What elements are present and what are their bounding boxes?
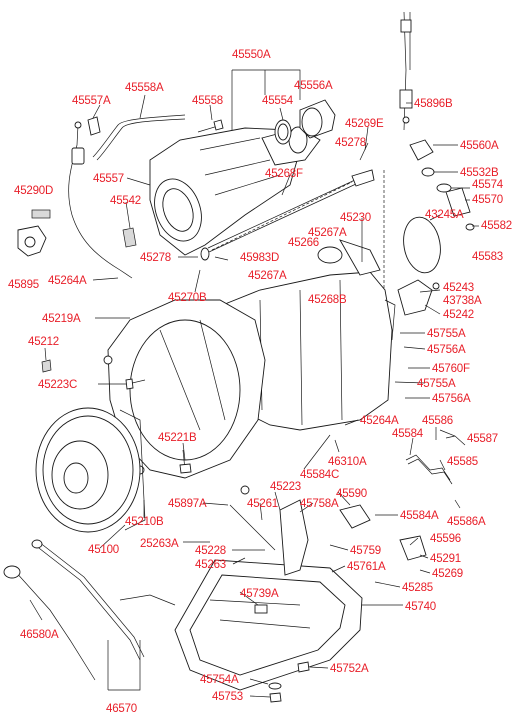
label-45586A: 45586A (447, 516, 486, 528)
label-45755A-upper: 45755A (427, 328, 466, 340)
speedometer-gear-drawing (122, 227, 137, 248)
label-45264A-upper: 45264A (48, 275, 87, 287)
label-45584A: 45584A (400, 510, 439, 522)
label-45558: 45558 (192, 95, 223, 107)
wiring-harness-drawing (383, 11, 413, 300)
label-45554: 45554 (262, 95, 294, 107)
right-small-parts-drawing (409, 139, 475, 231)
label-45268F: 45268F (265, 168, 303, 180)
label-45556A: 45556A (294, 80, 333, 92)
label-45285: 45285 (402, 582, 433, 594)
label-45583: 45583 (472, 251, 503, 263)
label-45270B: 45270B (168, 292, 207, 304)
converter-housing-drawing (103, 299, 266, 479)
label-45223: 45223 (270, 481, 301, 493)
label-45560A: 45560A (460, 140, 499, 152)
label-45585: 45585 (447, 456, 478, 468)
label-45740: 45740 (405, 601, 436, 613)
label-45587: 45587 (467, 433, 498, 445)
speed-cable-drawing (68, 121, 133, 279)
label-43738A: 43738A (443, 295, 482, 307)
torque-converter-drawing (35, 407, 146, 533)
label-45268B: 45268B (308, 294, 347, 306)
leader-lines (29, 69, 479, 698)
label-25263A: 25263A (140, 538, 179, 550)
oil-pan-drawing (174, 559, 363, 691)
label-45760F: 45760F (432, 363, 470, 375)
label-45755A-lower: 45755A (417, 378, 456, 390)
label-45753: 45753 (212, 691, 243, 703)
label-45758A: 45758A (300, 498, 339, 510)
label-45756A-upper: 45756A (427, 344, 466, 356)
label-45290D: 45290D (14, 185, 53, 197)
small-bolts-drawing (41, 359, 192, 474)
label-45574: 45574 (472, 179, 504, 191)
sensor-drawing (17, 209, 51, 257)
label-45584: 45584 (392, 428, 424, 440)
label-45261: 45261 (247, 498, 278, 510)
label-45243: 45243 (443, 282, 474, 294)
drain-plug-drawing (268, 661, 310, 703)
label-45590: 45590 (336, 488, 367, 500)
seal-and-cover-drawing (274, 99, 336, 145)
label-46310A: 46310A (328, 456, 367, 468)
label-45756A-lower: 45756A (432, 393, 471, 405)
manual-lever-drawing (229, 485, 427, 576)
label-46570: 46570 (106, 703, 137, 715)
label-46580A: 46580A (20, 629, 59, 641)
label-45219A: 45219A (42, 313, 81, 325)
label-45269E: 45269E (345, 118, 384, 130)
label-45584C: 45584C (300, 469, 339, 481)
label-45267A-upper: 45267A (308, 227, 347, 239)
label-45266: 45266 (288, 237, 319, 249)
label-45739A: 45739A (240, 588, 279, 600)
label-45291: 45291 (430, 553, 461, 565)
label-45550A: 45550A (232, 49, 271, 61)
dipstick-drawing (3, 539, 176, 681)
label-45570: 45570 (472, 194, 503, 206)
label-45759: 45759 (350, 545, 381, 557)
label-45557: 45557 (93, 173, 124, 185)
label-45542: 45542 (110, 195, 141, 207)
label-45557A: 45557A (72, 95, 111, 107)
bolt-drawing (197, 119, 224, 133)
label-45100: 45100 (88, 544, 119, 556)
label-45983D: 45983D (240, 252, 279, 264)
bushing-hose-drawing (87, 114, 186, 161)
label-45228: 45228 (195, 545, 226, 557)
label-45558A: 45558A (125, 82, 164, 94)
label-45221B: 45221B (158, 432, 197, 444)
label-45212: 45212 (28, 336, 59, 348)
label-45269: 45269 (432, 568, 463, 580)
label-45754A: 45754A (200, 674, 239, 686)
label-45263: 45263 (195, 559, 226, 571)
label-45532B: 45532B (460, 167, 499, 179)
label-45264A-lower: 45264A (360, 415, 399, 427)
label-45267A-lower: 45267A (248, 270, 287, 282)
label-45582: 45582 (481, 220, 512, 232)
label-45210B: 45210B (125, 516, 164, 528)
label-45752A: 45752A (330, 663, 369, 675)
label-45230: 45230 (340, 212, 371, 224)
label-43245A: 43245A (425, 209, 464, 221)
label-45223C: 45223C (38, 379, 77, 391)
extension-housing-drawing (149, 126, 321, 256)
label-45278-upper: 45278 (335, 137, 366, 149)
part-labels: 45550A 45556A 45557A 45558A 45558 45554 … (8, 49, 512, 715)
label-45897A: 45897A (168, 498, 207, 510)
oring-drawing (403, 216, 441, 274)
label-45242: 45242 (443, 309, 474, 321)
cable-45268F-drawing (200, 169, 375, 261)
label-45895: 45895 (8, 279, 39, 291)
label-45278-lower: 45278 (140, 252, 171, 264)
bracket-drawing (397, 279, 440, 316)
label-45896B: 45896B (414, 98, 453, 110)
label-45761A: 45761A (347, 561, 386, 573)
label-45596: 45596 (430, 533, 461, 545)
label-45586: 45586 (422, 415, 453, 427)
